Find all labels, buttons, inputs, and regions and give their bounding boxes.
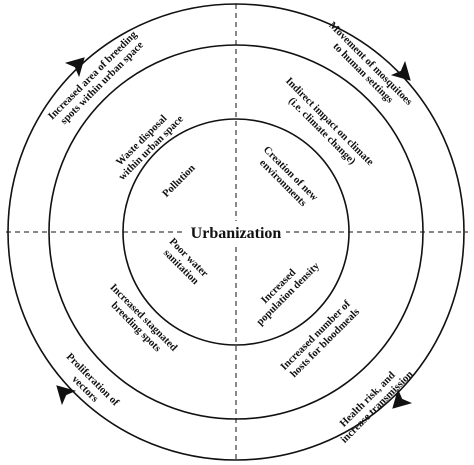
center-label: Urbanization (191, 225, 282, 242)
outer-bottom-left-label: Proliferation of vectors (55, 351, 122, 418)
arrow-bottom-left-icon (56, 385, 77, 406)
inner-bottom-left-label: Poor water sanitation (158, 236, 211, 289)
center-label-backdrop (186, 221, 286, 243)
inner-top-right-label: Creation of new environments (252, 144, 321, 213)
arrow-top-left-icon (64, 57, 85, 78)
arrow-top-right-icon (390, 60, 411, 81)
middle-bottom-right-label: Increased number of hosts for bloodmeals (279, 297, 363, 381)
arrow-bottom-right-icon (392, 388, 413, 409)
middle-top-left-label: Waste disposal within urban space (108, 105, 186, 183)
outer-top-left-label: Increased area of breeding spots within … (46, 27, 149, 130)
inner-top-left-label: Pollution (161, 163, 198, 200)
outer-top-right-label: Movement of mosquitoes to human settings (318, 20, 416, 118)
